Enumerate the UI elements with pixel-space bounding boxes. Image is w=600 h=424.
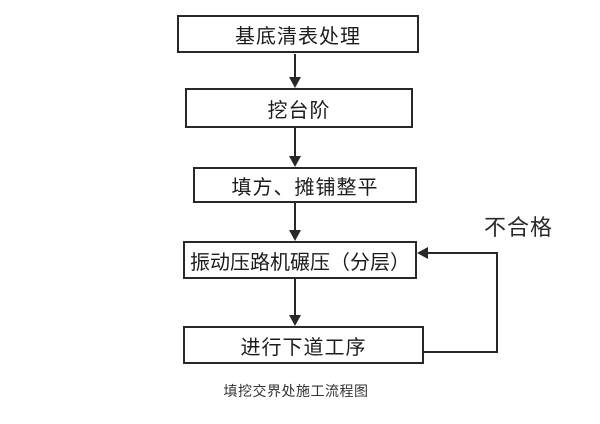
- feedback-line-bottom: [424, 351, 498, 353]
- flow-step-vibratory-roller-compaction: 振动压路机碾压（分层）: [183, 241, 417, 279]
- arrow-down-icon: [289, 77, 301, 88]
- connector-line-4: [294, 279, 296, 316]
- flow-step-fill-paving-leveling: 填方、摊铺整平: [193, 167, 417, 203]
- arrow-down-icon: [289, 230, 301, 241]
- arrow-down-icon: [289, 315, 301, 326]
- flow-step-next-process: 进行下道工序: [183, 326, 424, 364]
- flow-step-excavate-steps: 挖台阶: [185, 88, 413, 128]
- connector-line-2: [294, 128, 296, 157]
- feedback-label-unqualified: 不合格: [484, 215, 554, 240]
- feedback-line-vertical: [496, 252, 498, 353]
- feedback-line-top: [428, 252, 498, 254]
- connector-line-1: [294, 54, 296, 78]
- arrow-down-icon: [289, 156, 301, 167]
- connector-line-3: [294, 203, 296, 231]
- arrow-left-icon: [417, 247, 428, 259]
- flow-step-base-surface-clearing: 基底清表处理: [177, 15, 419, 53]
- diagram-caption: 填挖交界处施工流程图: [223, 383, 369, 399]
